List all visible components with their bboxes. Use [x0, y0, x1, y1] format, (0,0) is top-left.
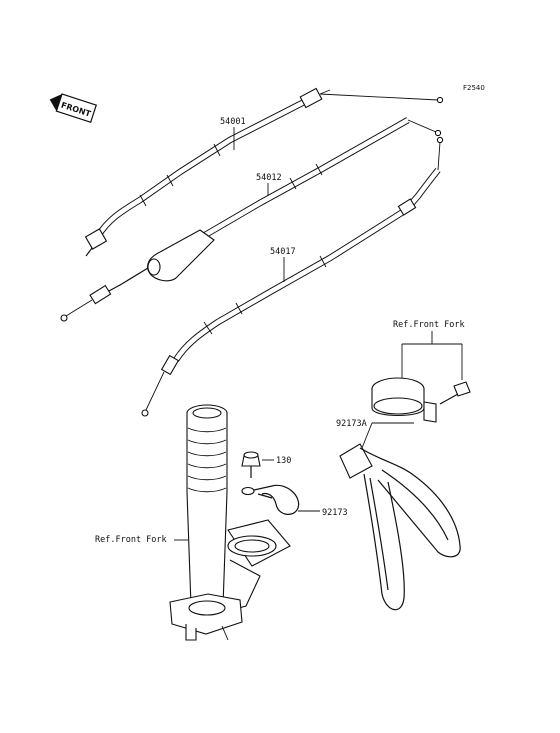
- cable-54001: [84, 87, 444, 257]
- label-ref-front-fork-top: Ref.Front Fork: [393, 320, 465, 330]
- label-92173a: 92173A: [336, 419, 367, 429]
- cable-guide-loop: [339, 443, 461, 611]
- figure-code: F2540: [463, 84, 485, 92]
- label-ref-front-fork-left: Ref.Front Fork: [95, 535, 167, 545]
- label-130: 130: [276, 456, 291, 466]
- label-92173: 92173: [322, 508, 348, 518]
- bolt-130: [241, 451, 261, 478]
- label-54012: 54012: [256, 173, 282, 183]
- label-54017: 54017: [270, 247, 296, 257]
- small-clamp-92173: [241, 484, 300, 515]
- fork-tube-assembly: [169, 404, 291, 641]
- front-direction-badge: FRONT: [49, 93, 97, 123]
- label-54001: 54001: [220, 117, 246, 127]
- cable-54012: [60, 117, 442, 322]
- fork-clamp: [371, 377, 471, 423]
- cable-54017: [141, 136, 444, 417]
